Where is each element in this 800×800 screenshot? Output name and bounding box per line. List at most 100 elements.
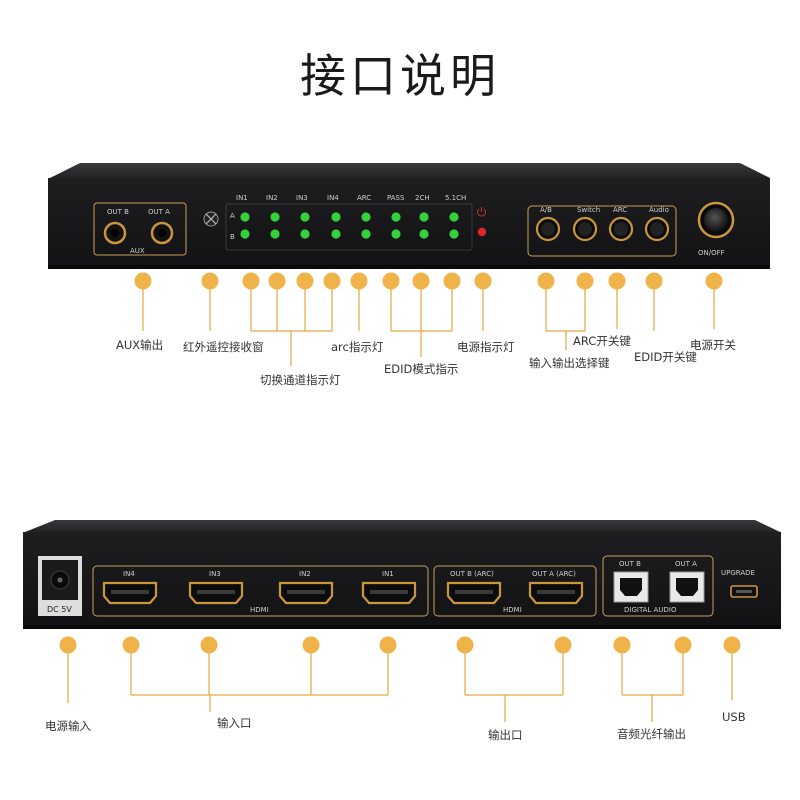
hdmi-outputs: OUT B (ARC) OUT A (ARC) (446, 570, 584, 605)
callout-dot (302, 636, 320, 654)
callout-dot (608, 272, 626, 290)
usb-port[interactable] (730, 585, 758, 598)
callout-dot (323, 272, 341, 290)
page-title: 接口说明 (300, 49, 500, 103)
callout-dot (296, 272, 314, 290)
led-a (300, 212, 310, 222)
hdmi-out-box (433, 565, 597, 617)
front-button[interactable] (572, 216, 598, 242)
led-column-label: IN2 (266, 194, 278, 202)
aux-out-b-label: OUT B (107, 208, 129, 216)
aux-box (93, 202, 187, 256)
aux-jack-a[interactable] (150, 221, 174, 245)
label-optical-out: 音频光纤输出 (617, 727, 686, 741)
row-a-label: A (230, 212, 235, 220)
callout-dot (59, 636, 77, 654)
callout-dot (576, 272, 594, 290)
hdmi-in-group-label: HDMI (250, 606, 269, 614)
callout-dot (554, 636, 572, 654)
front-button[interactable] (535, 216, 561, 242)
hdmi-port[interactable] (446, 581, 502, 605)
hdmi-port[interactable] (278, 581, 334, 605)
callout-dot (379, 636, 397, 654)
usb-label: UPGRADE (721, 569, 755, 577)
led-a (270, 212, 280, 222)
callout-dot (350, 272, 368, 290)
buttons-box (527, 205, 677, 257)
power-switch[interactable] (697, 201, 735, 239)
led-a (331, 212, 341, 222)
label-ir: 红外遥控接收窗 (183, 340, 264, 354)
callout-dot (443, 272, 461, 290)
label-power-switch: 电源开关 (690, 338, 736, 352)
led-b (270, 229, 280, 239)
back-panel-top (25, 520, 780, 532)
hdmi-in-label: IN3 (209, 570, 221, 578)
row-b-label: B (230, 233, 235, 241)
callout-dot (201, 272, 219, 290)
led-column-label: ARC (357, 194, 371, 202)
led-a (419, 212, 429, 222)
led-column-label: IN3 (296, 194, 308, 202)
label-output: 输出口 (488, 728, 523, 742)
led-column-label: IN4 (327, 194, 339, 202)
aux-jack-b[interactable] (103, 221, 127, 245)
led-b (361, 229, 371, 239)
callout-dot (474, 272, 492, 290)
label-channel-led: 切换通道指示灯 (260, 373, 341, 387)
callout-dot (613, 636, 631, 654)
led-b (331, 229, 341, 239)
led-b (449, 229, 459, 239)
label-io-select: 输入输出选择键 (529, 356, 610, 370)
label-aux-out: AUX输出 (116, 338, 164, 352)
hdmi-port[interactable] (102, 581, 158, 605)
callout-dot (537, 272, 555, 290)
optical-port[interactable] (613, 571, 649, 603)
label-edid-mode: EDID模式指示 (384, 362, 459, 376)
led-box (225, 203, 473, 251)
callout-dot (705, 272, 723, 290)
optical-label: OUT B (619, 560, 641, 568)
hdmi-in-box (92, 565, 429, 617)
optical-port[interactable] (669, 571, 705, 603)
front-button[interactable] (644, 216, 670, 242)
back-panel-face (23, 532, 781, 628)
hdmi-port[interactable] (361, 581, 417, 605)
optical-group-label: DIGITAL AUDIO (624, 606, 677, 614)
callout-dot (268, 272, 286, 290)
callout-dot (674, 636, 692, 654)
power-switch-label: ON/OFF (698, 249, 725, 257)
hdmi-in-label: IN1 (382, 570, 394, 578)
callout-dot (242, 272, 260, 290)
aux-out-a-label: OUT A (148, 208, 170, 216)
aux-group-label: AUX (130, 247, 145, 255)
hdmi-port[interactable] (528, 581, 584, 605)
front-button[interactable] (608, 216, 634, 242)
led-b (419, 229, 429, 239)
hdmi-out-label: OUT B (ARC) (450, 570, 494, 578)
callout-dot (412, 272, 430, 290)
power-led-icon (477, 207, 487, 237)
label-arc-led: arc指示灯 (331, 340, 384, 354)
label-power-led: 电源指示灯 (457, 340, 515, 354)
callout-dot (645, 272, 663, 290)
button-label: Switch (577, 206, 600, 214)
led-column-label: 5.1CH (445, 194, 466, 202)
optical-label: OUT A (675, 560, 697, 568)
led-a (391, 212, 401, 222)
led-a (361, 212, 371, 222)
button-label: ARC (613, 206, 627, 214)
led-column-label: IN1 (236, 194, 248, 202)
led-b (300, 229, 310, 239)
led-column-label: 2CH (415, 194, 430, 202)
callout-dot (134, 272, 152, 290)
label-usb: USB (722, 710, 746, 724)
ir-receiver-icon (203, 211, 219, 227)
hdmi-port[interactable] (188, 581, 244, 605)
hdmi-out-label: OUT A (ARC) (532, 570, 576, 578)
